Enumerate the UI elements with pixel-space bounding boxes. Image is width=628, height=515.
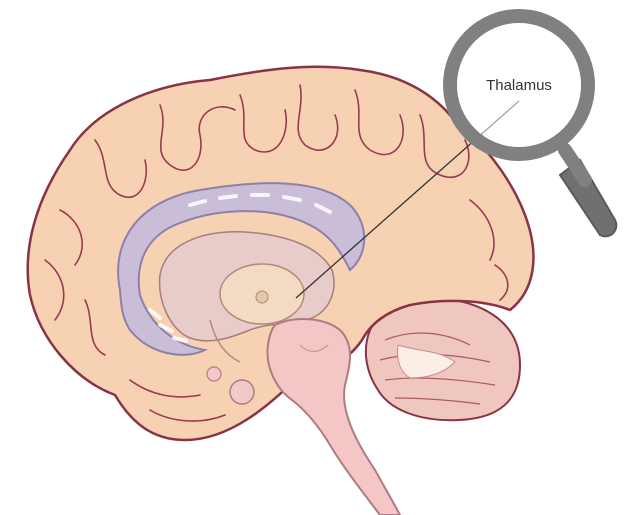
thalamus-label: Thalamus	[486, 77, 552, 94]
cerebellum	[366, 297, 520, 420]
